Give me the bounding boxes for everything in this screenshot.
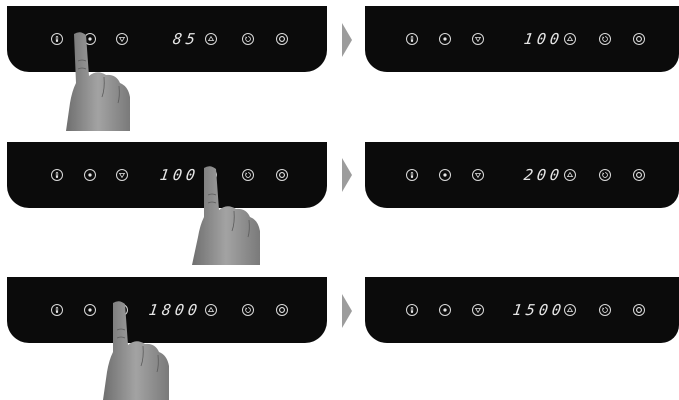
mode-button[interactable] [439, 33, 451, 45]
down-button[interactable] [472, 304, 484, 316]
thermometer-icon[interactable] [406, 33, 418, 45]
up-button[interactable] [205, 304, 217, 316]
up-button[interactable] [564, 33, 576, 45]
timer-icon[interactable] [599, 304, 611, 316]
transition-arrow-1 [342, 23, 352, 57]
pointing-hand-icon [190, 165, 260, 265]
up-button[interactable] [564, 169, 576, 181]
transition-arrow-2 [342, 158, 352, 192]
control-panel-row2-after: 200 [365, 142, 679, 208]
power-icon[interactable] [633, 169, 645, 181]
timer-icon[interactable] [242, 304, 254, 316]
power-icon[interactable] [276, 33, 288, 45]
power-icon[interactable] [276, 304, 288, 316]
down-button[interactable] [472, 169, 484, 181]
display-readout: 85 [146, 30, 201, 48]
power-icon[interactable] [633, 33, 645, 45]
timer-icon[interactable] [599, 33, 611, 45]
mode-button[interactable] [84, 304, 96, 316]
up-button[interactable] [564, 304, 576, 316]
display-readout: 1500 [502, 301, 567, 319]
pointing-hand-icon [64, 31, 134, 131]
pointing-hand-icon [101, 300, 171, 400]
control-panel-row2-before: 100 [7, 142, 327, 208]
down-button[interactable] [472, 33, 484, 45]
thermometer-icon[interactable] [51, 169, 63, 181]
control-panel-row1-after: 100 [365, 6, 679, 72]
power-icon[interactable] [276, 169, 288, 181]
up-button[interactable] [205, 33, 217, 45]
transition-arrow-3 [342, 294, 352, 328]
mode-button[interactable] [84, 169, 96, 181]
thermometer-icon[interactable] [406, 169, 418, 181]
thermometer-icon[interactable] [406, 304, 418, 316]
thermometer-icon[interactable] [51, 304, 63, 316]
power-icon[interactable] [633, 304, 645, 316]
display-readout: 200 [510, 166, 565, 184]
timer-icon[interactable] [242, 33, 254, 45]
mode-button[interactable] [439, 304, 451, 316]
mode-button[interactable] [439, 169, 451, 181]
thermometer-icon[interactable] [51, 33, 63, 45]
display-readout: 100 [510, 30, 565, 48]
down-button[interactable] [116, 169, 128, 181]
timer-icon[interactable] [599, 169, 611, 181]
control-panel-row1-before: 85 [7, 6, 327, 72]
control-panel-row3-after: 1500 [365, 277, 679, 343]
